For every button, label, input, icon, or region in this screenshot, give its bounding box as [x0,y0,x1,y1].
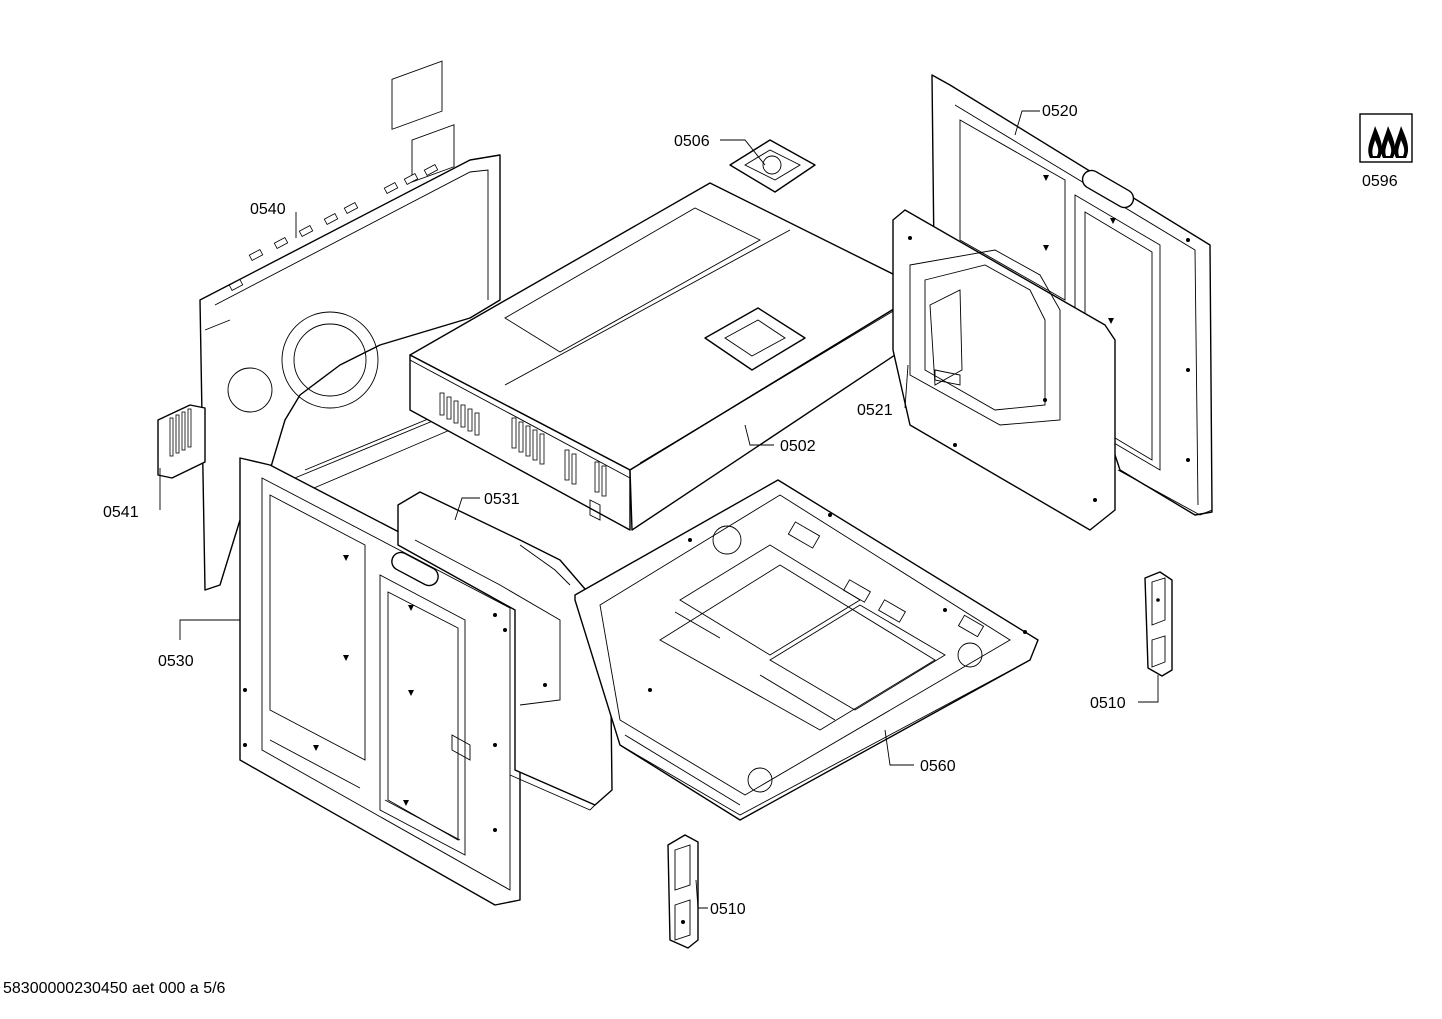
part-0541-vent-plate [157,404,206,479]
callout-labels: 0506 0520 0540 0596 0521 0502 0541 0531 … [103,103,1398,918]
part-0510-bracket-right [1144,571,1173,677]
callout-0520: 0520 [1042,103,1078,120]
callout-0506: 0506 [674,133,710,150]
callout-0531: 0531 [484,491,520,508]
callout-0521: 0521 [857,402,893,419]
callout-0541: 0541 [103,504,139,521]
callout-0510-right: 0510 [1090,695,1126,712]
leader-lines [159,110,1159,909]
part-0510-bracket-bottom [667,834,699,949]
part-0560-bottom-frame [574,479,1039,821]
callout-0502: 0502 [780,438,816,455]
part-0540-back-wall [199,60,501,591]
callout-0560: 0560 [920,758,956,775]
drawing-reference-number: 58300000230450 aet 000 a 5/6 [3,980,226,997]
callout-0540: 0540 [250,201,286,218]
flame-icon [1359,113,1413,163]
part-0502-top-cover [409,182,926,531]
part-0506-fan-cover [729,139,816,193]
part-0520-right-wall [931,74,1213,516]
callout-0596: 0596 [1362,173,1398,190]
part-0531-side-panel [397,491,613,811]
callout-0530: 0530 [158,653,194,670]
part-0521-right-inner-panel [892,209,1116,531]
callout-0510-bottom: 0510 [710,901,746,918]
